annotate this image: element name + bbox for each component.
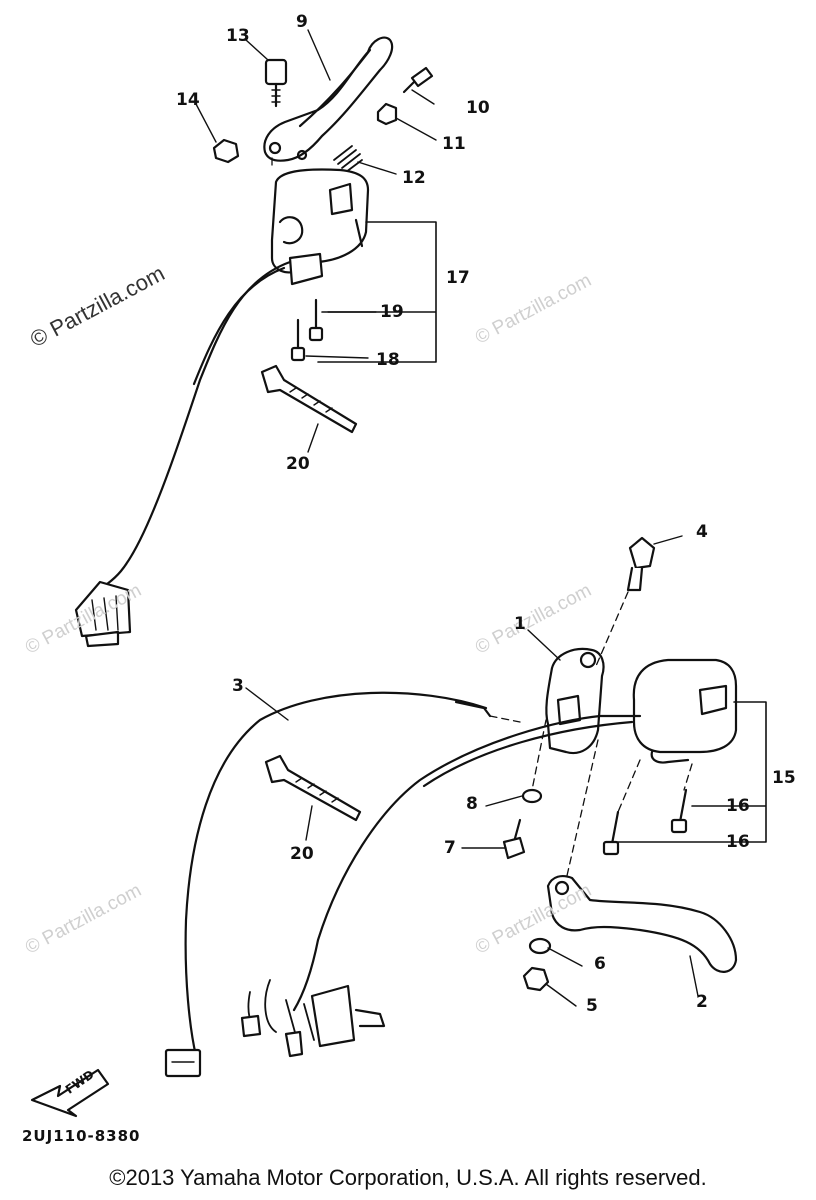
callout-7: 7 bbox=[444, 838, 456, 858]
oring-part-6 bbox=[528, 937, 552, 955]
forward-arrow-icon bbox=[30, 1068, 110, 1118]
switch-housing-part-15 bbox=[632, 658, 738, 764]
copyright-notice: ©2013 Yamaha Motor Corporation, U.S.A. A… bbox=[109, 1165, 707, 1190]
callout-10: 10 bbox=[466, 98, 490, 118]
screw-part-18 bbox=[290, 318, 306, 362]
callout-12: 12 bbox=[402, 168, 426, 188]
callout-18: 18 bbox=[376, 350, 400, 370]
bottom-switch-wire-harness bbox=[240, 714, 642, 1058]
callout-17: 17 bbox=[446, 268, 470, 288]
callout-5: 5 bbox=[586, 996, 598, 1016]
bolt-part-13 bbox=[264, 58, 288, 108]
callout-4: 4 bbox=[696, 522, 708, 542]
callout-2: 2 bbox=[696, 992, 708, 1012]
cable-part-3 bbox=[164, 691, 492, 1078]
callout-9: 9 bbox=[296, 12, 308, 32]
callout-20-top: 20 bbox=[286, 454, 310, 474]
switch-housing-part-17 bbox=[270, 168, 370, 286]
callout-6: 6 bbox=[594, 954, 606, 974]
callout-16-a: 16 bbox=[726, 796, 750, 816]
callout-3: 3 bbox=[232, 676, 244, 696]
top-switch-wire-harness bbox=[74, 260, 292, 648]
nut-part-5 bbox=[522, 966, 550, 992]
spring-part-12 bbox=[333, 145, 363, 173]
clutch-lever-part-9 bbox=[263, 36, 394, 162]
callout-1: 1 bbox=[514, 614, 526, 634]
washer-part-8 bbox=[521, 788, 543, 804]
callout-11: 11 bbox=[442, 134, 466, 154]
callout-16-b: 16 bbox=[726, 832, 750, 852]
callout-14: 14 bbox=[176, 90, 200, 110]
brake-lever-part-2 bbox=[546, 875, 738, 973]
cable-tie-part-20-top bbox=[260, 364, 358, 434]
callout-8: 8 bbox=[466, 794, 478, 814]
lever-holder-part-1 bbox=[545, 647, 605, 755]
screw-part-16-a bbox=[670, 788, 688, 834]
screw-part-10 bbox=[402, 66, 434, 94]
callout-13: 13 bbox=[226, 26, 250, 46]
callout-20-bottom: 20 bbox=[290, 844, 314, 864]
nut-part-11 bbox=[376, 102, 398, 126]
assembly-guide-lines bbox=[271, 157, 693, 881]
callout-19: 19 bbox=[380, 302, 404, 322]
diagram-code: 2UJ110-8380 bbox=[22, 1127, 141, 1145]
leader-lines bbox=[195, 29, 699, 1007]
nut-part-14 bbox=[212, 138, 240, 164]
screw-part-16-b bbox=[602, 810, 620, 856]
screw-part-4 bbox=[626, 536, 656, 592]
screw-part-19 bbox=[308, 298, 324, 342]
cable-tie-part-20-bottom bbox=[264, 754, 362, 822]
callout-15: 15 bbox=[772, 768, 796, 788]
bolt-part-7 bbox=[502, 818, 526, 860]
group-bracket-15 bbox=[611, 701, 767, 843]
